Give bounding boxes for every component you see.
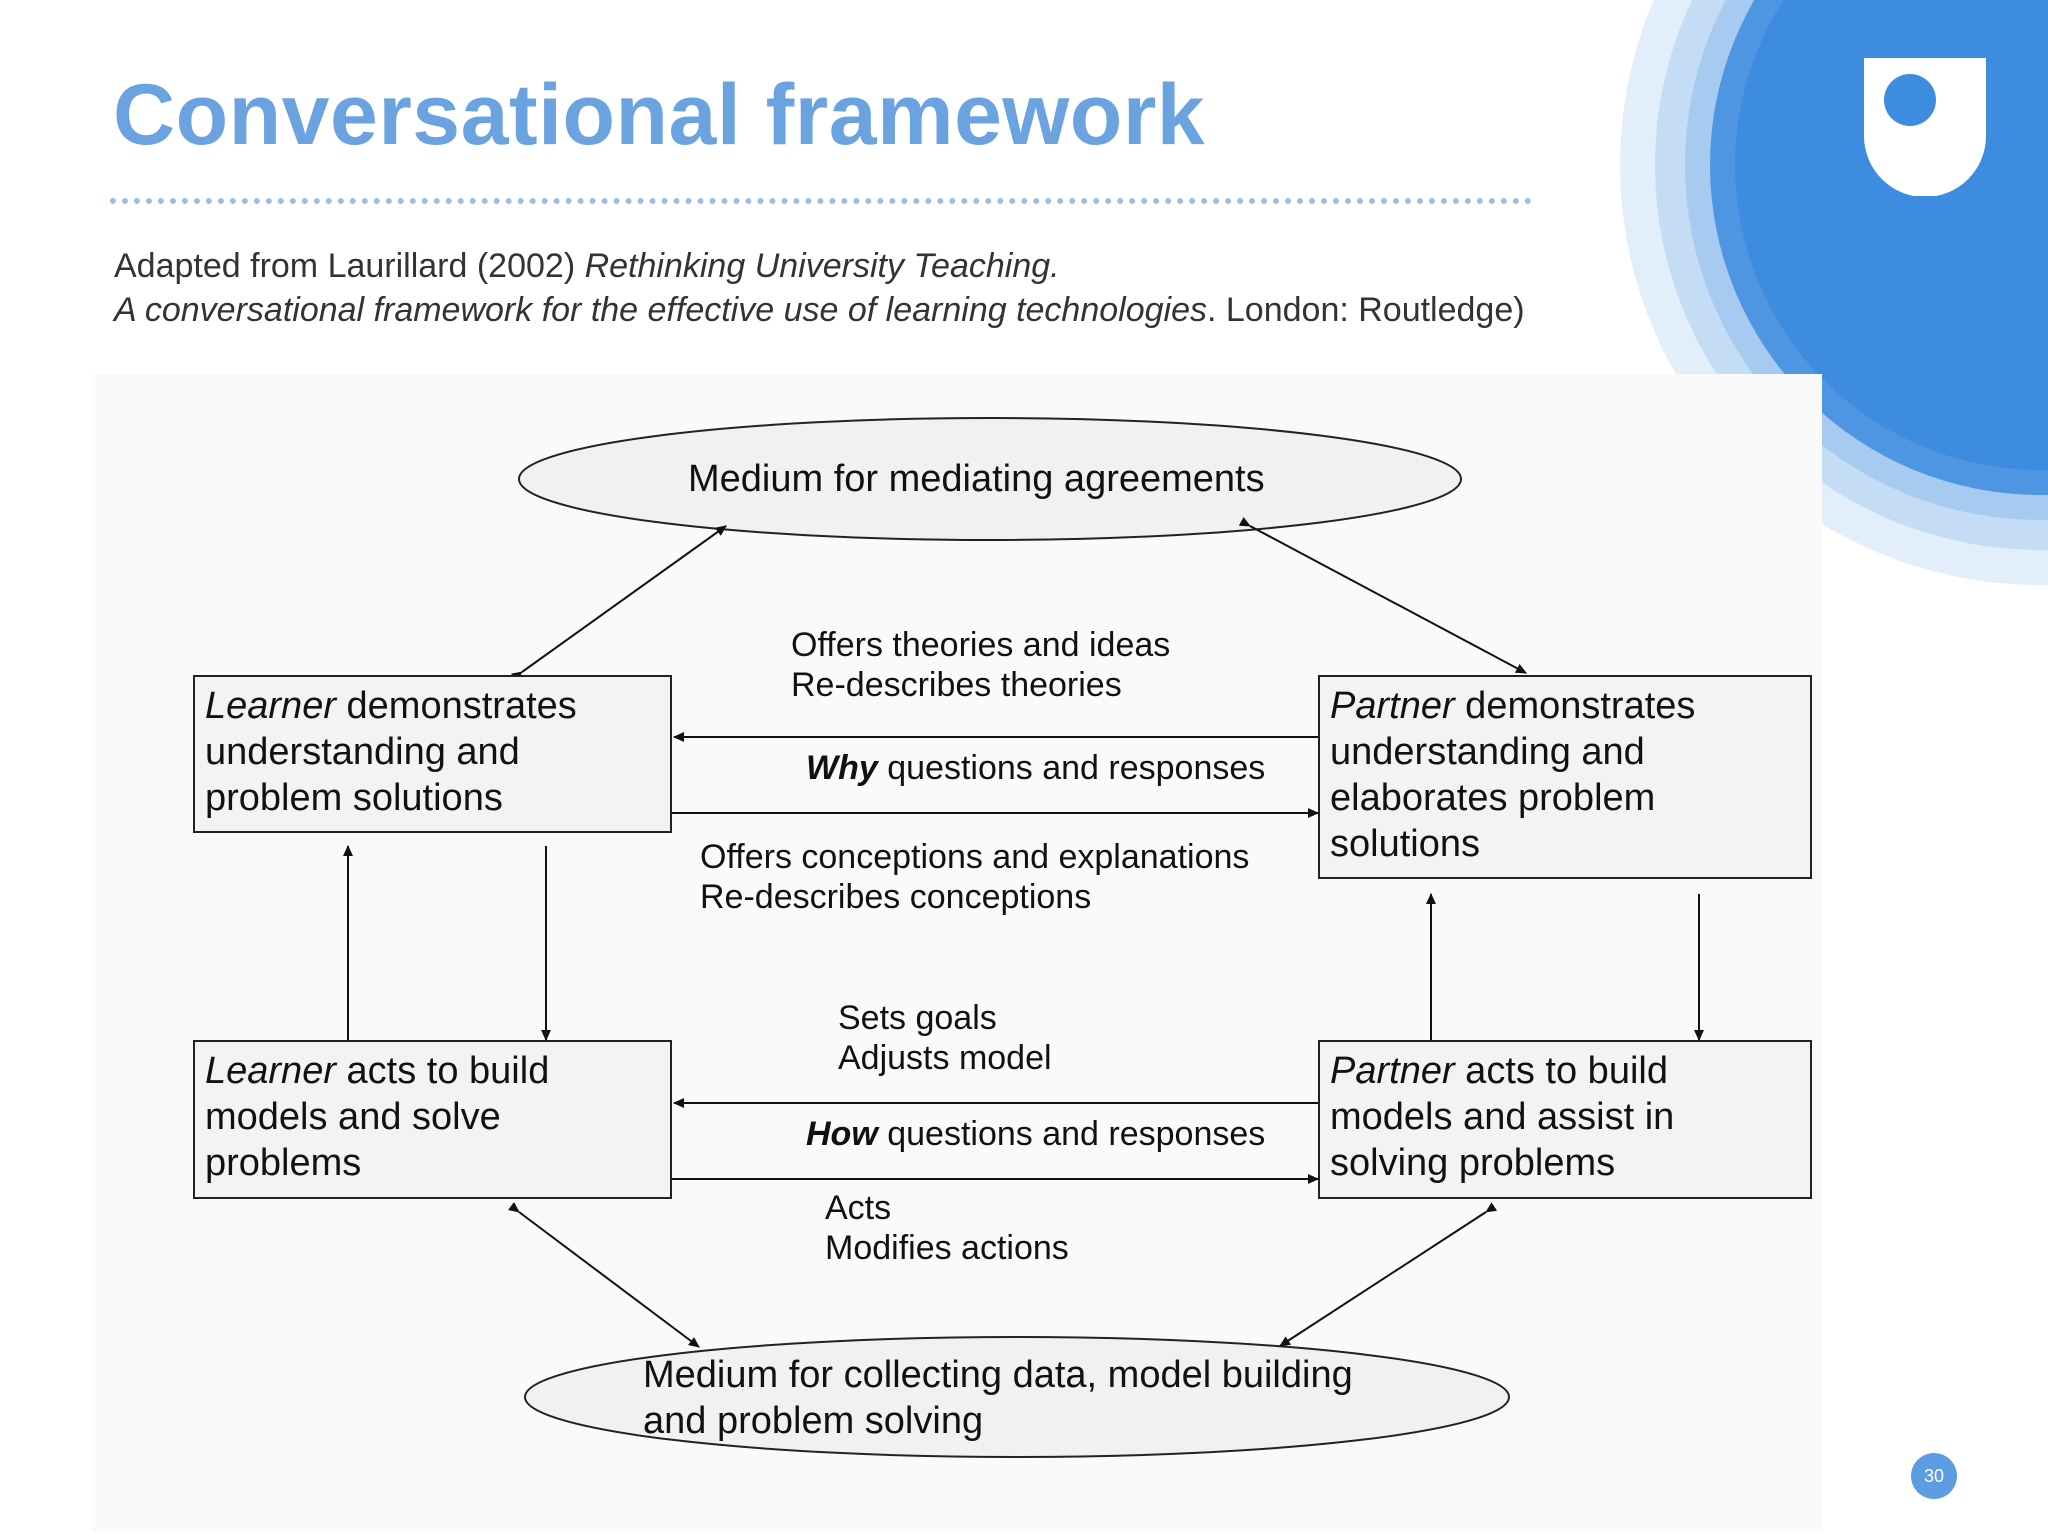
- slide-title: Conversational framework: [113, 67, 1206, 163]
- citation-publisher: . London: Routledge): [1207, 291, 1525, 329]
- learner-actions-text: acts to build models and solve problems: [205, 1050, 550, 1184]
- bottom-ellipse-line-2: and problem solving: [643, 1400, 984, 1442]
- partner-actor: Partner: [1330, 685, 1455, 727]
- learner-understanding-box: Learner demonstrates understanding and p…: [193, 675, 672, 833]
- upper-question-text: questions and responses: [877, 749, 1266, 787]
- lower-above-line-1: Sets goals: [838, 999, 997, 1037]
- lower-partner-goals-label: Sets goals Adjusts model: [838, 998, 1052, 1078]
- arrow-bottom-left: [508, 1202, 700, 1348]
- partner-understanding-box: Partner demonstrates understanding and e…: [1318, 675, 1812, 879]
- learner-understanding-text: demonstrates understanding and problem s…: [205, 685, 577, 819]
- bottom-ellipse-shape: [524, 1336, 1510, 1458]
- arrow-top-left: [510, 525, 727, 682]
- lower-learner-acts-label: Acts Modifies actions: [825, 1188, 1069, 1268]
- partner-actions-text: acts to build models and assist in solvi…: [1330, 1050, 1675, 1184]
- lower-below-line-2: Modifies actions: [825, 1229, 1069, 1267]
- top-ellipse-shape: [518, 417, 1462, 541]
- title-divider: [110, 198, 1532, 204]
- citation: Adapted from Laurillard (2002) Rethinkin…: [114, 244, 1525, 332]
- bottom-ellipse-label: Medium for collecting data, model buildi…: [643, 1352, 1353, 1444]
- learner-actor: Learner: [205, 1050, 336, 1092]
- upper-partner-offers-label: Offers theories and ideas Re-describes t…: [791, 625, 1170, 705]
- upper-below-line-2: Re-describes conceptions: [700, 878, 1092, 916]
- citation-subtitle: A conversational framework for the effec…: [114, 291, 1207, 329]
- lower-question-text: questions and responses: [877, 1115, 1266, 1153]
- arrow-top-right: [1238, 516, 1527, 674]
- partner-actor: Partner: [1330, 1050, 1455, 1092]
- upper-below-line-1: Offers conceptions and explanations: [700, 838, 1250, 876]
- upper-question-keyword: Why: [806, 749, 878, 787]
- citation-line-1-text: Adapted from Laurillard (2002): [114, 247, 585, 285]
- open-university-shield-logo-icon: [1864, 58, 1986, 196]
- upper-above-line-2: Re-describes theories: [791, 666, 1122, 704]
- upper-above-line-1: Offers theories and ideas: [791, 626, 1171, 664]
- citation-line-2: A conversational framework for the effec…: [114, 288, 1525, 332]
- learner-actor: Learner: [205, 685, 336, 727]
- lower-question-keyword: How: [806, 1115, 878, 1153]
- lower-above-line-2: Adjusts model: [838, 1039, 1052, 1077]
- bottom-ellipse-line-1: Medium for collecting data, model buildi…: [643, 1354, 1353, 1396]
- arrow-bottom-right: [1279, 1202, 1498, 1347]
- page-number-badge: 30: [1911, 1453, 1957, 1499]
- learner-actions-box: Learner acts to build models and solve p…: [193, 1040, 672, 1199]
- citation-line-1: Adapted from Laurillard (2002) Rethinkin…: [114, 244, 1525, 288]
- upper-question-label: Why questions and responses: [806, 748, 1265, 788]
- lower-question-label: How questions and responses: [806, 1114, 1265, 1154]
- partner-understanding-text: demonstrates understanding and elaborate…: [1330, 685, 1696, 865]
- citation-book-title: Rethinking University Teaching.: [584, 247, 1060, 285]
- lower-below-line-1: Acts: [825, 1189, 892, 1227]
- partner-actions-box: Partner acts to build models and assist …: [1318, 1040, 1812, 1199]
- top-ellipse-label: Medium for mediating agreements: [688, 458, 1265, 500]
- upper-learner-offers-label: Offers conceptions and explanations Re-d…: [700, 837, 1249, 917]
